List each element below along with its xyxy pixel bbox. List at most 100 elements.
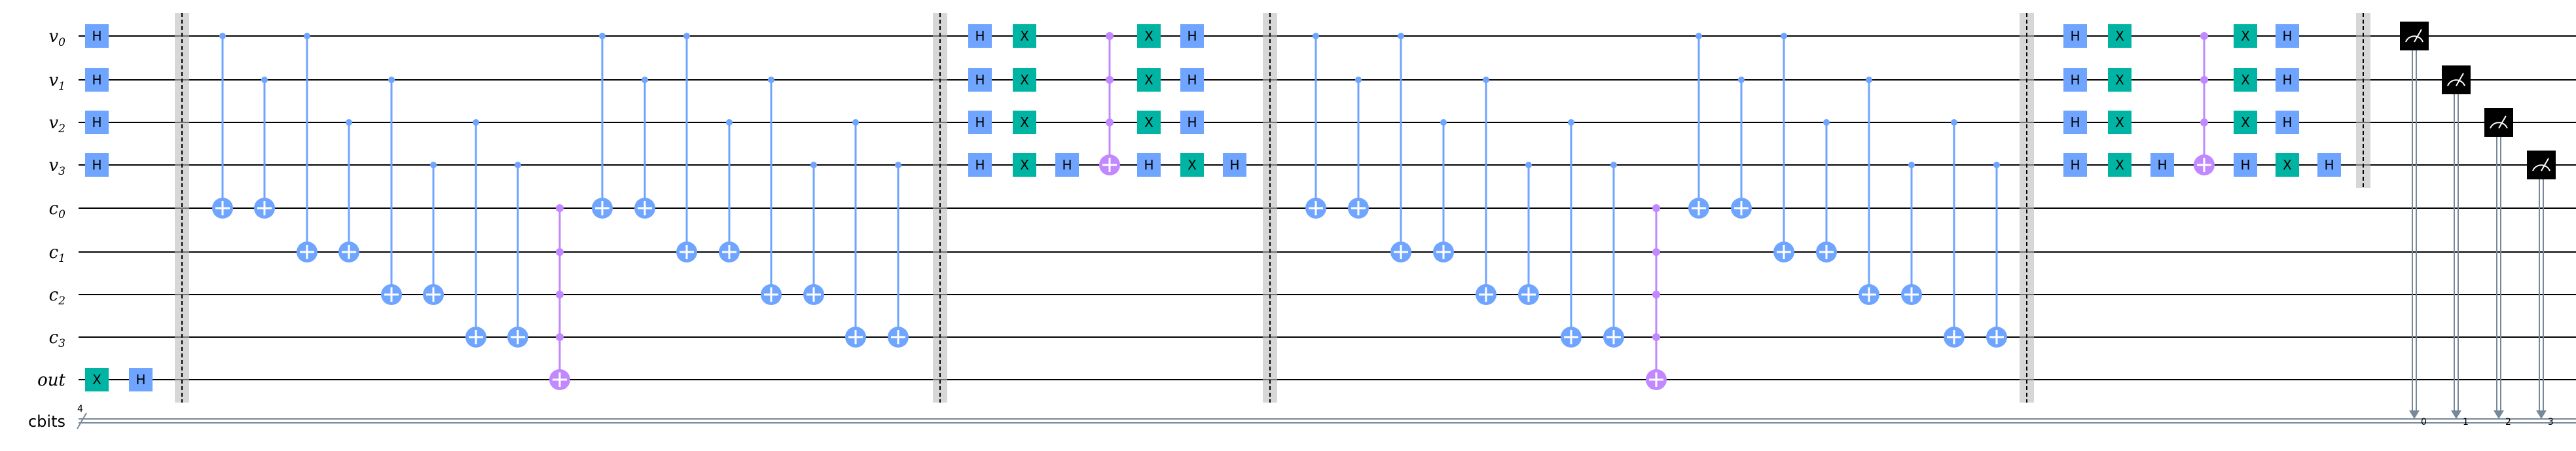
control-dot bbox=[726, 119, 733, 126]
cnot-gate bbox=[1476, 77, 1497, 305]
gate-box bbox=[85, 68, 109, 92]
gate-box bbox=[2234, 111, 2257, 134]
gate-label: X bbox=[1144, 115, 1153, 130]
pauli-x-gate: X bbox=[2108, 68, 2132, 92]
measure-dial bbox=[2405, 35, 2423, 43]
gate-label: X bbox=[2115, 28, 2124, 44]
gate-box bbox=[1180, 68, 1204, 92]
hadamard-gate: H bbox=[968, 153, 992, 177]
cnot-gate bbox=[803, 162, 824, 305]
gate-box bbox=[1137, 111, 1161, 134]
cnot-gate bbox=[761, 77, 782, 305]
gate-label: H bbox=[2070, 157, 2080, 173]
gate-label: X bbox=[1144, 72, 1153, 88]
gate-box bbox=[2234, 24, 2257, 48]
control-dot bbox=[895, 162, 901, 168]
control-dot bbox=[1568, 119, 1574, 126]
control-dot bbox=[599, 33, 606, 39]
gate-label: H bbox=[2282, 115, 2292, 130]
gate-box bbox=[2108, 68, 2132, 92]
control-dot bbox=[1525, 162, 1532, 168]
control-dot bbox=[1652, 204, 1660, 212]
measure-needle bbox=[2541, 158, 2549, 171]
pauli-x-gate: X bbox=[1180, 153, 1204, 177]
hadamard-gate: H bbox=[85, 24, 109, 48]
control-dot bbox=[1106, 118, 1114, 126]
hadamard-gate: H bbox=[968, 68, 992, 92]
cnot-gate bbox=[465, 119, 486, 348]
cnot-gate bbox=[338, 119, 359, 262]
wire-label-out: out bbox=[37, 370, 65, 390]
pauli-x-gate: X bbox=[1013, 111, 1036, 134]
hadamard-gate: H bbox=[85, 153, 109, 177]
measure-arrow bbox=[2409, 410, 2420, 419]
measure-dial bbox=[2490, 122, 2508, 129]
hadamard-gate: H bbox=[129, 368, 153, 391]
cnot-gate bbox=[297, 33, 317, 262]
gate-label: X bbox=[1020, 28, 1029, 44]
wires bbox=[77, 35, 2576, 429]
gate-label: H bbox=[2324, 157, 2334, 173]
cnot-gate bbox=[1603, 162, 1624, 348]
control-dot bbox=[1440, 119, 1447, 126]
measure-gate: 1 bbox=[2442, 65, 2471, 427]
hadamard-gate: H bbox=[2150, 153, 2174, 177]
gate-label: H bbox=[92, 28, 101, 44]
gate-box bbox=[2234, 153, 2257, 177]
wire-label-c1: c1 bbox=[49, 243, 65, 265]
hadamard-gate: H bbox=[1137, 153, 1161, 177]
gate-box bbox=[2108, 24, 2132, 48]
gate-box bbox=[2276, 111, 2299, 134]
control-dot bbox=[2200, 32, 2208, 40]
wire-label-v0: v0 bbox=[48, 27, 65, 49]
hadamard-gate: H bbox=[2276, 111, 2299, 134]
control-dot bbox=[1738, 77, 1745, 83]
gate-label: H bbox=[2157, 157, 2167, 173]
gate-box bbox=[1137, 68, 1161, 92]
control-dot bbox=[1696, 33, 1702, 39]
gate-box bbox=[2063, 153, 2087, 177]
gate-box bbox=[1013, 24, 1036, 48]
control-dot bbox=[556, 204, 564, 212]
control-dot bbox=[346, 119, 352, 126]
gate-label: H bbox=[1187, 72, 1197, 88]
hadamard-gate: H bbox=[2063, 24, 2087, 48]
gate-box bbox=[2317, 153, 2341, 177]
measure-gate: 3 bbox=[2527, 151, 2556, 427]
control-dot bbox=[1483, 77, 1489, 83]
wire-label-c3: c3 bbox=[49, 328, 65, 350]
classical-wire-label: cbits bbox=[28, 412, 65, 431]
cnot-gate bbox=[1901, 162, 1922, 305]
gate-label: H bbox=[2070, 28, 2080, 44]
cnot-gate bbox=[1305, 33, 1326, 219]
gate-box bbox=[968, 153, 992, 177]
gate-label: H bbox=[92, 115, 101, 130]
measure-arrow bbox=[2536, 410, 2547, 419]
measure-gate: 0 bbox=[2400, 22, 2429, 427]
classical-bus-width: 4 bbox=[77, 404, 83, 414]
gate-label: H bbox=[1187, 28, 1197, 44]
control-dot bbox=[1355, 77, 1362, 83]
control-dot bbox=[556, 291, 564, 298]
gate-box bbox=[1055, 153, 1079, 177]
gate-label: H bbox=[1229, 157, 1239, 173]
control-dot bbox=[1652, 333, 1660, 341]
gate-box bbox=[2108, 153, 2132, 177]
gate-box bbox=[1013, 153, 1036, 177]
cnot-gate bbox=[634, 77, 655, 219]
cnot-gate bbox=[1816, 119, 1837, 262]
measure-bit-label: 0 bbox=[2421, 417, 2427, 427]
pauli-x-gate: X bbox=[2108, 24, 2132, 48]
gate-box bbox=[1137, 24, 1161, 48]
gate-label: H bbox=[2282, 28, 2292, 44]
hadamard-gate: H bbox=[1180, 68, 1204, 92]
control-dot bbox=[852, 119, 859, 126]
multi-controlled-x-gate bbox=[549, 204, 570, 390]
gate-box bbox=[1180, 111, 1204, 134]
cnot-gate bbox=[1688, 33, 1709, 219]
pauli-x-gate: X bbox=[1137, 68, 1161, 92]
cnot-gate bbox=[845, 119, 866, 348]
control-dot bbox=[1106, 76, 1114, 84]
measure-dial bbox=[2447, 79, 2465, 86]
measure-bit-label: 2 bbox=[2505, 417, 2511, 427]
